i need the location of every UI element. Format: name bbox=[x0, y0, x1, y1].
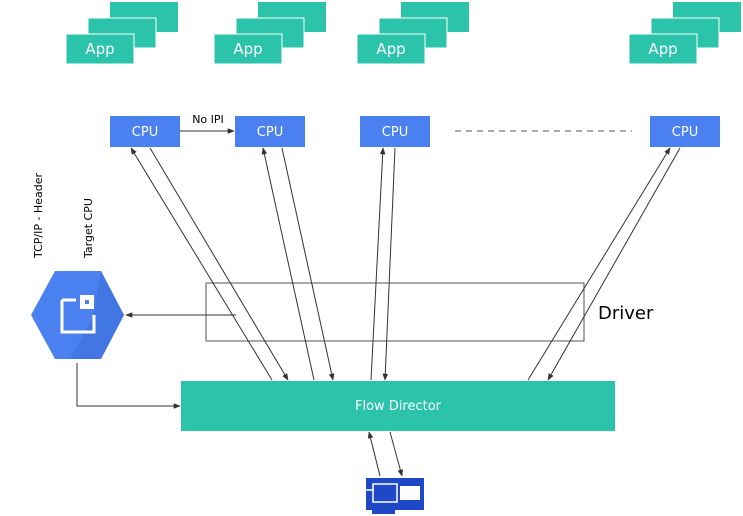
compute-engine-icon bbox=[31, 271, 124, 359]
arrow-fd-to-cpu3 bbox=[370, 147, 386, 381]
arrow-cpu1-to-fd bbox=[149, 147, 289, 381]
arrow-fd-to-nic bbox=[389, 431, 404, 477]
arrow-fd-to-cpu4 bbox=[527, 147, 671, 381]
cpu-node-4: CPU bbox=[650, 116, 720, 147]
flow-director-label: Flow Director bbox=[355, 399, 442, 414]
arrow-fd-to-cpu1 bbox=[130, 147, 273, 381]
cpu-label: CPU bbox=[382, 125, 408, 140]
arrow-nic-to-fd bbox=[367, 431, 381, 477]
arrow-cpu3-to-fd bbox=[382, 147, 396, 381]
app-stack-1: App bbox=[65, 2, 178, 65]
app-label: App bbox=[233, 40, 262, 58]
cpu-node-1: CPU bbox=[110, 116, 180, 147]
arrow-hexagon-to-fd bbox=[76, 363, 181, 409]
cpu-node-3: CPU bbox=[360, 116, 430, 147]
no-ipi-label: No IPI bbox=[192, 113, 224, 126]
app-label: App bbox=[648, 40, 677, 58]
target-cpu-label: Target CPU bbox=[82, 198, 95, 259]
app-stack-3: App bbox=[356, 2, 469, 65]
app-label: App bbox=[85, 40, 114, 58]
cpu-label: CPU bbox=[132, 125, 158, 140]
driver-box bbox=[205, 282, 585, 342]
network-card-icon bbox=[366, 478, 424, 514]
cpu-node-2: CPU bbox=[235, 116, 305, 147]
tcp-ip-header-label: TCP/IP - Header bbox=[32, 173, 45, 259]
app-stack-4: App bbox=[628, 2, 741, 65]
cpu-label: CPU bbox=[672, 125, 698, 140]
cpu-label: CPU bbox=[257, 125, 283, 140]
arrow-fd-to-cpu2 bbox=[261, 147, 315, 381]
app-label: App bbox=[376, 40, 405, 58]
arrow-cpu4-to-fd bbox=[547, 147, 681, 381]
flow-director-box: Flow Director bbox=[181, 381, 615, 431]
arrow-cpu2-to-fd bbox=[281, 147, 335, 381]
app-stack-2: App bbox=[213, 2, 326, 65]
driver-label: Driver bbox=[598, 303, 654, 324]
